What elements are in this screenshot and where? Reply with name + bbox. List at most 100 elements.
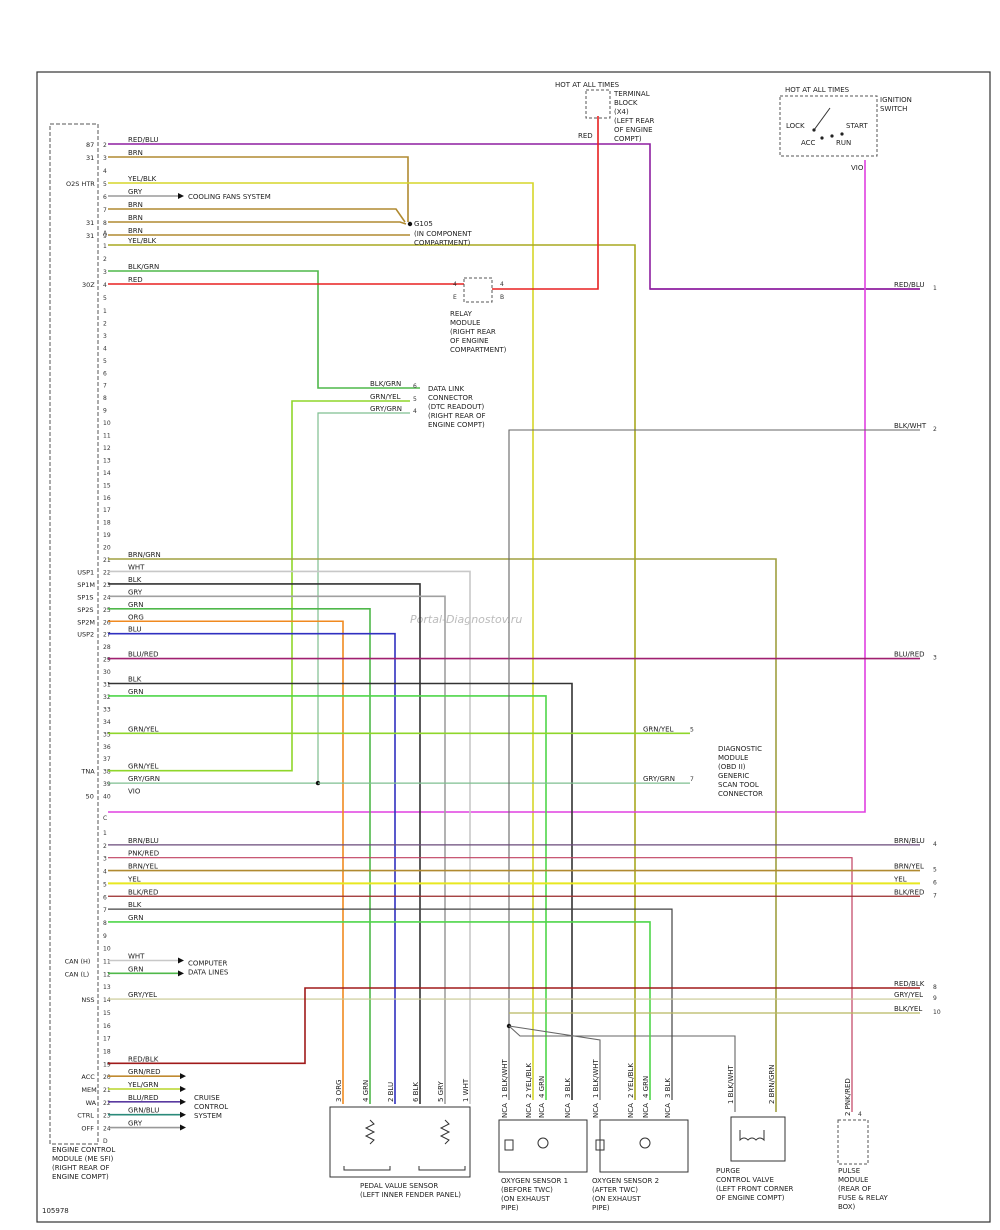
ecm-pin-number: 33 [103, 706, 111, 713]
splice-dot [407, 221, 413, 227]
right-edge-number: 6 [933, 879, 937, 886]
wire-label: BRN/GRN [128, 551, 161, 559]
wire-yel-blk [108, 244, 636, 1100]
wire-red-blu [108, 143, 920, 290]
wire-label: BLU/RED [128, 651, 159, 659]
right-edge-number: 8 [933, 984, 937, 991]
o2s2-desc: (AFTER TWC) [592, 1186, 638, 1194]
dlc-wire-label: GRY/GRN [370, 405, 402, 413]
o2s1-desc: PIPE) [501, 1204, 519, 1212]
ecm-pin-number: 18 [103, 1048, 111, 1055]
wire-label: BLK [128, 676, 142, 684]
right-edge-number: 4 [933, 841, 937, 848]
wire-grn [108, 607, 371, 1104]
ecm-pin-number: 19 [103, 532, 111, 539]
wire-label: GRN/RED [128, 1068, 161, 1076]
right-edge-number: 3 [933, 655, 937, 662]
pedal-pin-label: 2 BLU [387, 1082, 395, 1102]
label-text: GRY [128, 188, 143, 196]
relay-sub-right: B [500, 294, 504, 301]
wire-label: YEL [127, 875, 141, 883]
terminal-desc: TERMINAL [613, 90, 650, 98]
o2s1-pin-label: 2 YEL/BLK [525, 1063, 533, 1098]
o2s1-desc: (ON EXHAUST [501, 1195, 551, 1203]
relay-pin-right: 4 [500, 281, 504, 288]
ignition-wire-label: VIO [851, 164, 864, 172]
label-text: BRN [128, 214, 143, 222]
dlc-desc: DATA LINK [428, 385, 464, 393]
o2s1-pin-label: 4 GRN [538, 1076, 546, 1098]
arrow-icon [180, 1111, 186, 1118]
ecm-pin-number: 5 [103, 358, 107, 365]
pedal-pin-label: 5 GRY [437, 1080, 445, 1102]
oxygen-sensor-1: OXYGEN SENSOR 1(BEFORE TWC)(ON EXHAUSTPI… [498, 1119, 588, 1212]
diagram-id: 105978 [42, 1207, 69, 1215]
cruise-label: SYSTEM [194, 1112, 222, 1120]
wire-red [492, 116, 599, 290]
ecm-connector-name: D [103, 1138, 108, 1145]
ecm-label-line: ENGINE CONTROL [52, 1146, 115, 1154]
ecm-side-label: SP2S [77, 606, 93, 614]
wire-pnk-red [108, 857, 853, 1112]
ecm-pin-number: 13 [103, 984, 111, 991]
obd-pin-number: 7 [690, 776, 694, 783]
relay-desc: OF ENGINE [450, 337, 489, 345]
o2s2-nca-label: NCA [592, 1103, 600, 1118]
pulse-desc: (REAR OF [838, 1185, 871, 1193]
ignition-switch: HOT AT ALL TIMES LOCK ACC START RUN VIO … [779, 86, 912, 172]
wire-grn-yel [108, 400, 410, 772]
ignition-start-label: START [846, 122, 868, 130]
ecm-pin-number: 3 [103, 856, 107, 863]
wire-blk [108, 908, 673, 1100]
ecm-pin-number: 1 [103, 243, 107, 250]
ecm-connector-name: A [103, 230, 108, 237]
o2s2-box [599, 1119, 689, 1173]
o2s1-nca-label: NCA [564, 1103, 572, 1118]
ecm-pin-number: 22 [103, 569, 111, 576]
ecm-pin-number: 9 [103, 408, 107, 415]
ecm-side-label: SP1S [77, 593, 93, 601]
dlc-pin-number: 4 [413, 408, 417, 415]
ecm-pin-number: 30 [103, 669, 111, 676]
obd-wire-label: GRY/GRN [643, 775, 675, 783]
ignition-title: SWITCH [880, 105, 907, 113]
wire-vio [108, 160, 866, 813]
wire-label: YEL/GRN [127, 1081, 158, 1089]
relay-box [463, 277, 493, 303]
terminal-desc: (X4) [614, 108, 629, 116]
arrow-icon [178, 957, 184, 964]
right-edge-wire-label: BLU/RED [894, 651, 925, 659]
arrow-icon [180, 1124, 186, 1131]
dlc-desc: CONNECTOR [428, 394, 473, 402]
wire-label: BRN/BLU [128, 837, 159, 845]
obd-desc: DIAGNOSTIC [718, 745, 762, 753]
ecm-pin-number: 21 [103, 557, 111, 564]
relay-desc: MODULE [450, 319, 480, 327]
ecm-pin-number: 3 [103, 269, 107, 276]
dlc-desc: (RIGHT REAR OF [428, 412, 486, 420]
label-text: BRN [128, 227, 143, 235]
wire-label: GRN [128, 914, 144, 922]
wire-blk-wht [508, 429, 920, 1100]
pulse-desc: PULSE [838, 1167, 860, 1175]
ecm-pin-number: 23 [103, 1113, 111, 1120]
ecm-pin-number: 12 [103, 971, 111, 978]
ecm-pin-number: 27 [103, 632, 111, 639]
ecm-pin-number: 8 [103, 920, 107, 927]
ecm-pin-number: 7 [103, 207, 107, 214]
pulse-desc: FUSE & RELAY [838, 1194, 889, 1202]
dlc-desc: (DTC READOUT) [428, 403, 484, 411]
ecm-side-label: NSS [81, 996, 94, 1004]
terminal-wire-label: RED [578, 132, 593, 140]
wire-red-blk [108, 987, 920, 1065]
o2s2-desc: OXYGEN SENSOR 2 [592, 1177, 659, 1185]
terminal-desc: COMPT) [614, 135, 642, 143]
pedal-pin-label: 1 WHT [462, 1078, 470, 1102]
ecm-pin-number: 40 [103, 794, 111, 801]
relay-pin-left: 4 [453, 281, 457, 288]
